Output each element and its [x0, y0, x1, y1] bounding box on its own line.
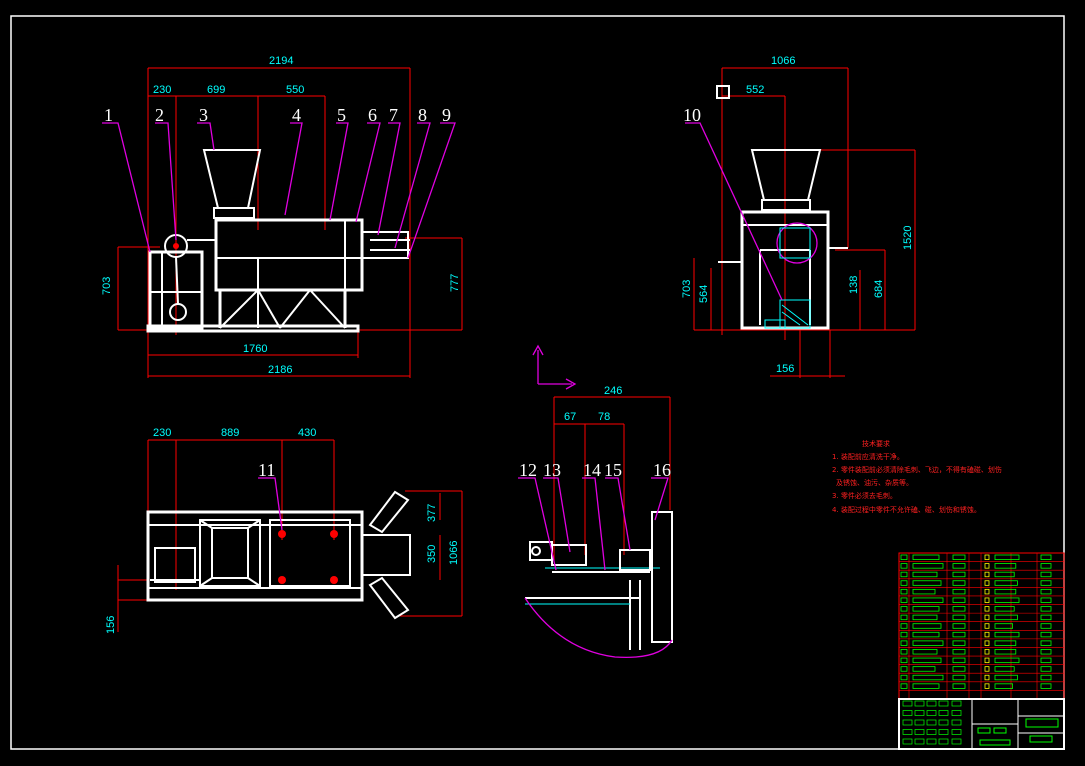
dim-side-552: 552 — [746, 84, 764, 96]
dim-top-1066: 1066 — [448, 541, 460, 565]
part-label-12: 12 — [519, 460, 537, 480]
notes-line-3: 3. 零件必须去毛刺。 — [832, 491, 897, 500]
dim-2194: 2194 — [269, 55, 293, 67]
dim-top-230: 230 — [153, 427, 171, 439]
dim-699: 699 — [207, 84, 225, 96]
part-label-11: 11 — [258, 460, 275, 480]
notes-title: 技术要求 — [862, 439, 890, 448]
dim-1760: 1760 — [243, 343, 267, 355]
part-label-8: 8 — [418, 105, 427, 125]
part-label-10: 10 — [683, 105, 701, 125]
dim-230: 230 — [153, 84, 171, 96]
dim-top-377: 377 — [426, 504, 438, 522]
part-label-15: 15 — [604, 460, 622, 480]
dim-side-703: 703 — [681, 280, 693, 298]
dim-side-1066: 1066 — [771, 55, 795, 67]
notes-line-4: 4. 装配过程中零件不允许磕、碰、划伤和锈蚀。 — [832, 505, 981, 514]
part-label-2: 2 — [155, 105, 164, 125]
dim-side-564: 564 — [698, 285, 710, 303]
part-label-1: 1 — [104, 105, 113, 125]
dim-side-1520: 1520 — [902, 226, 914, 250]
front-view — [102, 67, 463, 378]
dim-side-684: 684 — [873, 280, 885, 298]
side-view — [685, 67, 916, 378]
ucs-axis-icon — [532, 344, 577, 390]
detail-view — [518, 396, 673, 659]
dim-top-156: 156 — [105, 616, 117, 634]
dim-detail-78: 78 — [598, 411, 610, 423]
dim-side-138: 138 — [848, 276, 860, 294]
notes-line-1: 1. 装配前应清洗干净。 — [832, 452, 904, 461]
part-label-16: 16 — [653, 460, 671, 480]
dim-top-350: 350 — [426, 545, 438, 563]
dim-550: 550 — [286, 84, 304, 96]
part-label-5: 5 — [337, 105, 346, 125]
parts-list-table — [898, 552, 1065, 745]
dim-top-430: 430 — [298, 427, 316, 439]
dim-777: 777 — [449, 274, 461, 292]
part-label-6: 6 — [368, 105, 377, 125]
drawing-frame — [10, 15, 1065, 750]
dim-detail-67: 67 — [564, 411, 576, 423]
dim-top-889: 889 — [221, 427, 239, 439]
part-label-9: 9 — [442, 105, 451, 125]
title-block — [898, 698, 1065, 750]
part-label-14: 14 — [583, 460, 601, 480]
dim-2186: 2186 — [268, 364, 292, 376]
top-view — [117, 439, 463, 632]
notes-line-2b: 及锈蚀、油污、杂质等。 — [836, 478, 913, 487]
part-label-13: 13 — [543, 460, 561, 480]
notes-line-2: 2. 零件装配前必须清除毛刺、飞边，不得有磕碰、划伤 — [832, 465, 1002, 474]
dim-detail-246: 246 — [604, 385, 622, 397]
part-label-7: 7 — [389, 105, 398, 125]
part-label-3: 3 — [199, 105, 208, 125]
dim-side-156: 156 — [776, 363, 794, 375]
dim-703: 703 — [101, 277, 113, 295]
part-label-4: 4 — [292, 105, 301, 125]
